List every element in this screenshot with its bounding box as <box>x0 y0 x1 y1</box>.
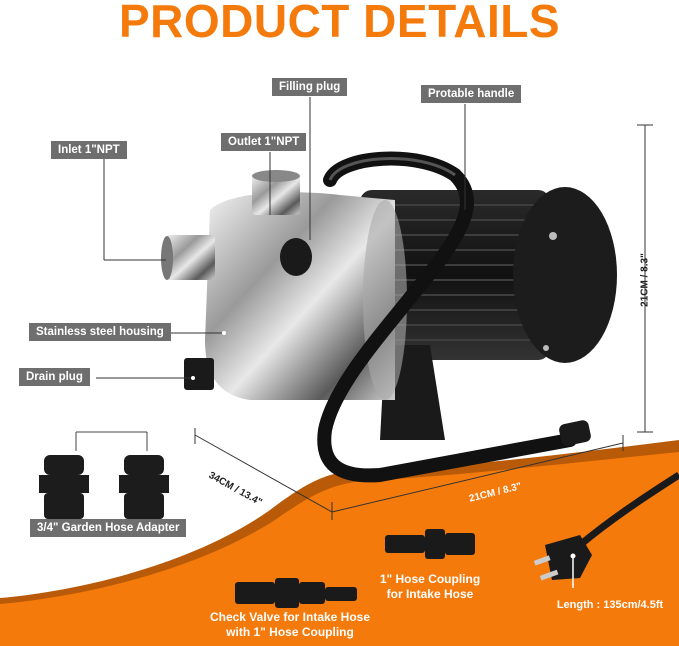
power-plug <box>533 472 679 588</box>
portable-handle-label: Protable handle <box>421 85 522 103</box>
outlet-label: Outlet 1"NPT <box>221 133 307 151</box>
check-valve-part <box>235 578 357 608</box>
height-dimension: 21CM / 8.3" <box>639 253 651 307</box>
filling-plug-label: Filling plug <box>272 78 348 96</box>
check-valve-label: Check Valve for Intake Hose with 1" Hose… <box>209 610 371 639</box>
garden-hose-adapters <box>39 455 169 519</box>
drain-plug-label: Drain plug <box>19 368 90 386</box>
garden-hose-adapter-label: 3/4" Garden Hose Adapter <box>30 519 187 537</box>
dimension-lines <box>194 124 653 520</box>
inlet-label: Inlet 1"NPT <box>51 141 127 159</box>
motor <box>360 187 617 363</box>
pump-housing <box>161 170 407 400</box>
housing-label: Stainless steel housing <box>29 323 171 341</box>
hose-coupling-label: 1" Hose Coupling for Intake Hose <box>379 572 481 601</box>
cord-length-label: Length : 135cm/4.5ft <box>556 599 664 611</box>
page-title: PRODUCT DETAILS <box>118 0 561 47</box>
hose-coupling-part <box>385 529 475 559</box>
